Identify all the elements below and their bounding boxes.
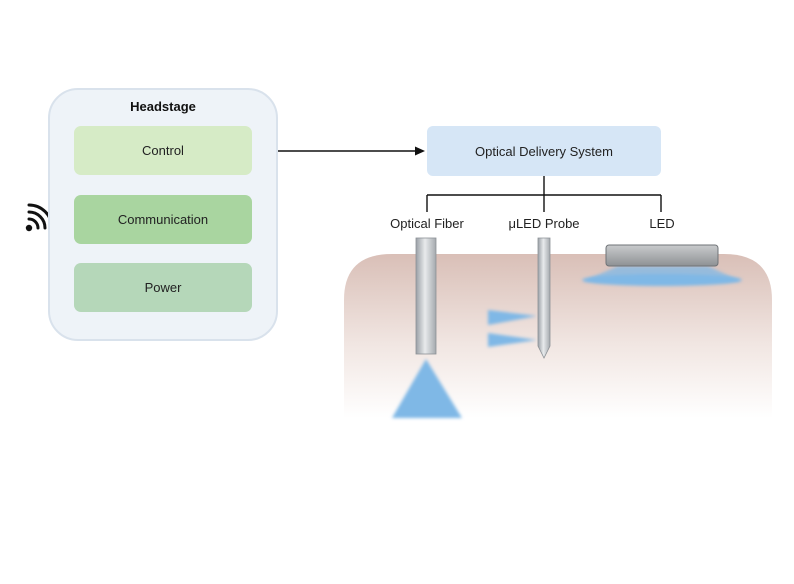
power-module: Power — [74, 263, 252, 312]
probe-light-beam-upper — [488, 310, 537, 325]
fiber-light-cone — [392, 359, 462, 418]
led-light-fan — [584, 266, 740, 281]
optical-fiber — [415, 237, 437, 355]
probe-light-beam-lower — [488, 333, 537, 347]
headstage-title: Headstage — [130, 99, 196, 114]
microled-probe-shank — [537, 237, 551, 359]
bidirectional-arrow-icon — [254, 146, 425, 156]
communication-module-label: Communication — [117, 212, 209, 227]
microled-probe-label: μLED Probe — [508, 216, 580, 231]
led-device — [605, 244, 719, 267]
led-label: LED — [649, 216, 675, 231]
optical-delivery-system-box: Optical Delivery System — [427, 126, 661, 176]
power-module-label: Power — [144, 280, 182, 295]
communication-module: Communication — [74, 195, 252, 244]
optical-delivery-system-label: Optical Delivery System — [475, 143, 613, 159]
optical-fiber-label: Optical Fiber — [390, 216, 464, 231]
tissue-region — [344, 254, 772, 418]
wireless-signal-icon — [25, 203, 54, 232]
control-module-label: Control — [142, 143, 184, 158]
control-module: Control — [74, 126, 252, 175]
delivery-connector-lines — [426, 176, 662, 212]
